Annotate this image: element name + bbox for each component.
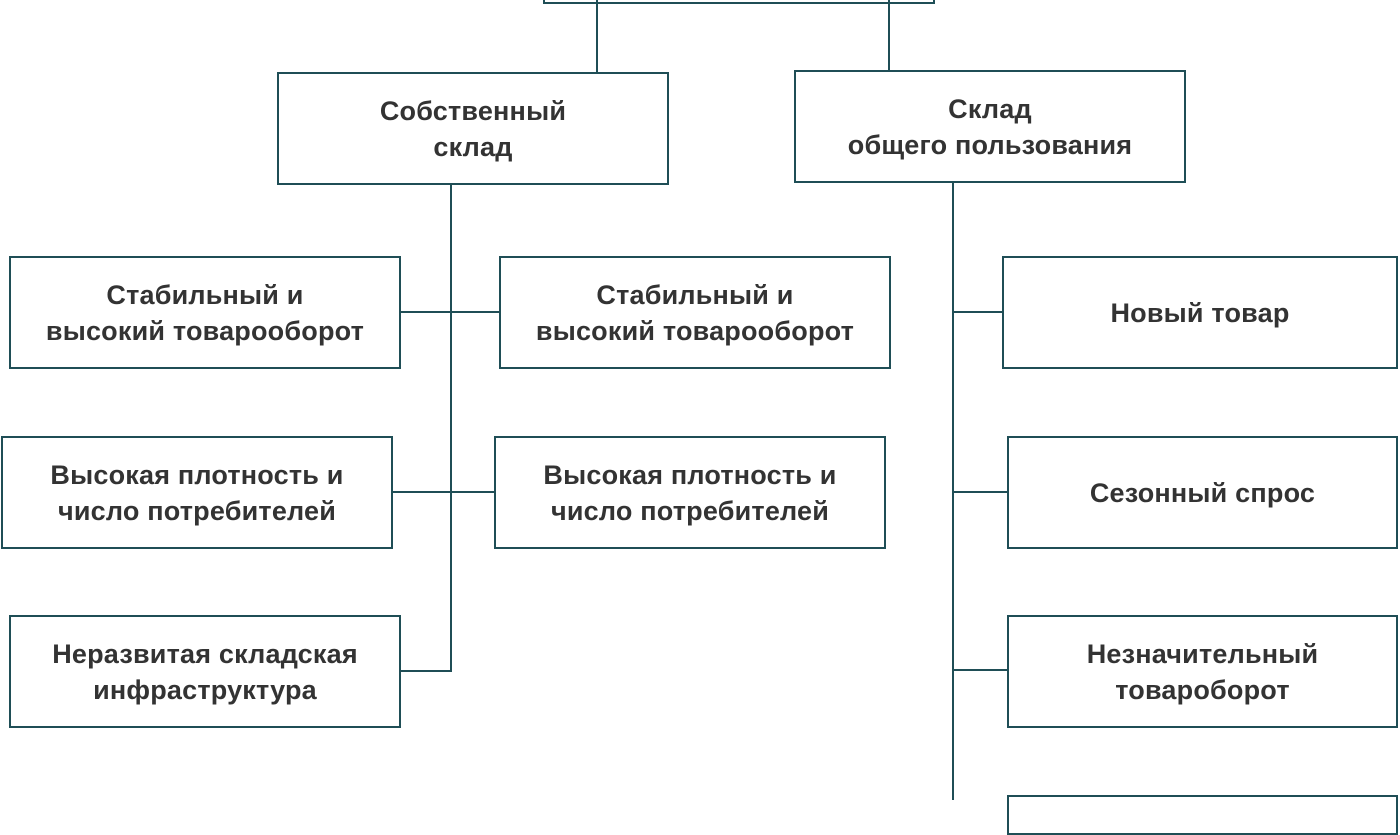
public-warehouse-box: Склад общего пользования [794, 70, 1186, 183]
own-condition-box: Стабильный и высокий товарооборот [9, 256, 401, 369]
own-condition-label: Высокая плотность и число потребителей [50, 459, 344, 526]
public-condition-box: Новый товар [1002, 256, 1398, 369]
public-condition-box: Сезонный спрос [1007, 436, 1398, 549]
own-warehouse-title: Собственный склад [379, 95, 567, 162]
public-warehouse-title: Склад общего пользования [847, 93, 1133, 160]
public-condition-label: Новый товар [1110, 297, 1290, 328]
public-connector-row1 [952, 311, 1004, 313]
connector-root-own [596, 0, 598, 74]
own-condition-box: Высокая плотность и число потребителей [1, 436, 393, 549]
own-connector-row3 [399, 670, 452, 672]
own-warehouse-box: Собственный склад [277, 72, 669, 185]
own-spine [450, 184, 452, 672]
own-condition-label: Высокая плотность и число потребителей [543, 459, 837, 526]
own-connector-row1 [399, 311, 501, 313]
own-condition-box: Неразвитая складская инфраструктура [9, 615, 401, 728]
public-condition-label: Сезонный спрос [1089, 477, 1316, 508]
public-condition-box-cutoff [1007, 795, 1398, 835]
own-condition-label: Неразвитая складская инфраструктура [52, 638, 358, 705]
own-condition-label: Стабильный и высокий товарооборот [45, 279, 365, 346]
public-connector-row3 [952, 669, 1010, 671]
own-connector-row2 [391, 491, 496, 493]
public-condition-box: Незначительный товаробoрот [1007, 615, 1398, 728]
own-condition-box: Высокая плотность и число потребителей [494, 436, 886, 549]
root-box [543, 0, 935, 4]
public-connector-row2 [952, 491, 1010, 493]
connector-root-public [888, 0, 890, 72]
own-condition-box: Стабильный и высокий товарооборот [499, 256, 891, 369]
own-condition-label: Стабильный и высокий товарооборот [535, 279, 855, 346]
public-condition-label: Незначительный товаробoрот [1086, 638, 1319, 705]
